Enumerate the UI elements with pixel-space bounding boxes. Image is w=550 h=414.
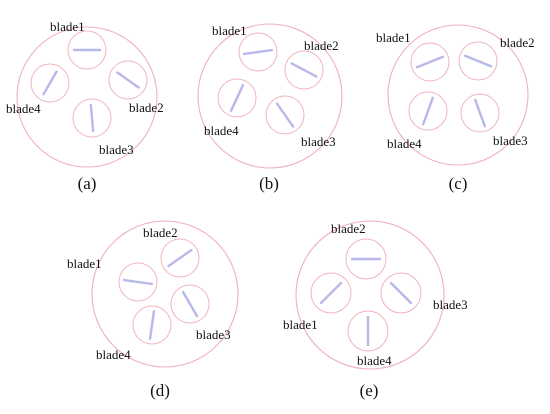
blade-socket-circle: [345, 238, 387, 280]
blade-socket-circle: [108, 60, 148, 100]
blade-3-group: blade3: [380, 272, 468, 314]
blade-label: blade3: [493, 133, 528, 148]
blade-socket-circle: [67, 30, 107, 70]
blade-socket-circle: [72, 98, 112, 138]
panel-caption: (e): [360, 381, 379, 400]
blade-socket-circle: [238, 32, 278, 72]
blade-line: [42, 70, 58, 96]
blade-1-group: blade1: [376, 30, 450, 82]
blade-line: [422, 96, 434, 126]
hub-outer-circle: [387, 24, 529, 166]
blade-4-group: blade4: [96, 305, 172, 362]
blade-label: blade3: [196, 327, 231, 342]
blade-line: [463, 54, 493, 68]
blade-socket-circle: [265, 95, 305, 135]
blade-socket-circle: [347, 310, 389, 352]
blade-socket-circle: [160, 238, 200, 278]
blade-label: blade2: [304, 38, 339, 53]
blade-socket-circle: [410, 42, 450, 82]
blade-1-group: blade1: [283, 272, 352, 332]
hub-outer-circle: [197, 23, 343, 169]
blade-socket-circle: [284, 50, 324, 90]
blade-1-group: blade1: [212, 23, 278, 72]
blade-label: blade1: [283, 317, 318, 332]
blade-socket-circle: [310, 272, 352, 314]
blade-socket-circle: [30, 63, 70, 103]
blade-socket-circle: [132, 305, 172, 345]
blade-line: [181, 290, 199, 318]
blade-3-group: blade3: [460, 93, 528, 148]
blade-3-group: blade3: [170, 284, 231, 342]
blade-line: [116, 71, 140, 89]
blade-line: [415, 55, 445, 69]
blade-label: blade4: [357, 353, 392, 368]
blade-label: blade3: [301, 134, 336, 149]
blade-label: blade1: [67, 256, 102, 271]
blade-label: blade1: [50, 19, 85, 34]
blade-line: [122, 278, 154, 286]
blade-1-group: blade1: [50, 19, 107, 70]
blade-line: [229, 84, 245, 112]
blade-label: blade1: [376, 30, 411, 45]
blade-2-group: blade2: [284, 38, 339, 90]
blade-1-group: blade1: [67, 238, 200, 278]
panel-d: blade1 blade2 blade3 blade4 (d): [67, 220, 239, 400]
blade-socket-circle: [118, 262, 158, 302]
panel-caption: (d): [150, 381, 170, 400]
blade-4-group: blade4: [387, 91, 448, 151]
blade-label: blade3: [433, 297, 468, 312]
blade-label: blade4: [204, 123, 239, 138]
blade-line: [89, 103, 95, 133]
blade-line: [275, 102, 295, 128]
blade-2-group: blade2: [118, 225, 178, 302]
blade-label: blade4: [6, 101, 41, 116]
blade-label: blade2: [143, 225, 178, 240]
blade-socket-circle: [408, 91, 448, 131]
panel-caption: (b): [259, 174, 279, 193]
blade-2-group: blade2: [458, 35, 535, 81]
blade-3-group: blade3: [72, 98, 134, 157]
blade-label: blade4: [96, 347, 131, 362]
blade-line: [242, 48, 274, 56]
blade-line: [474, 98, 486, 128]
panel-caption: (a): [78, 174, 97, 193]
blade-4-group: blade4: [6, 63, 70, 116]
hub-outer-circle: [91, 220, 239, 368]
blade-2-group: blade2: [108, 60, 164, 115]
blade-line: [319, 281, 343, 305]
blade-socket-circle: [217, 78, 257, 118]
blade-label: blade2: [129, 100, 164, 115]
blade-4-group: blade4: [204, 78, 257, 138]
panel-a: blade1 blade2 blade3 blade4 (a): [6, 19, 164, 193]
blade-line: [148, 309, 156, 341]
panel-b: blade1 blade2 blade3 blade4 (b): [197, 23, 343, 193]
panel-e: blade1 blade2 blade3 blade4 (e): [283, 220, 468, 400]
blade-2-group: blade2: [331, 221, 387, 280]
panel-c: blade1 blade2 blade3 blade4 (c): [376, 24, 535, 193]
hub-outer-circle: [16, 26, 158, 168]
blade-line: [167, 248, 193, 268]
blade-line: [389, 281, 413, 305]
blade-4-group: blade4: [347, 310, 392, 368]
blade-label: blade2: [500, 35, 535, 50]
blade-label: blade2: [331, 221, 366, 236]
blade-socket-circle: [458, 41, 498, 81]
blade-label: blade4: [387, 136, 422, 151]
blade-label: blade1: [212, 23, 247, 38]
blade-socket-circle: [380, 272, 422, 314]
panel-caption: (c): [449, 174, 468, 193]
blade-line: [290, 62, 318, 78]
blade-3-group: blade3: [265, 95, 336, 149]
blade-label: blade3: [99, 142, 134, 157]
blade-socket-circle: [170, 284, 210, 324]
hub-outer-circle: [295, 220, 445, 370]
blade-socket-circle: [460, 93, 500, 133]
